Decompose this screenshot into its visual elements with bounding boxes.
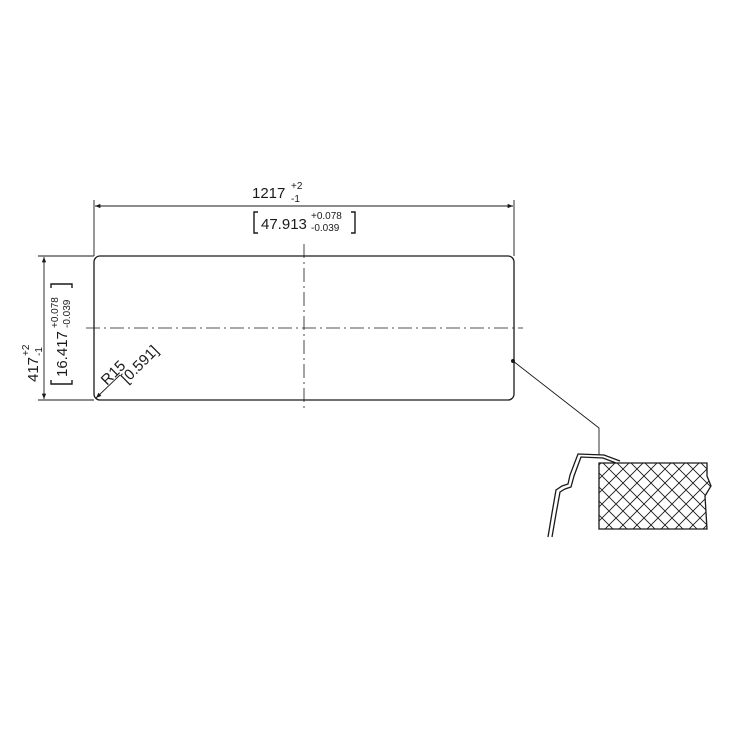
height-inch-label: 16.417 +0.078 -0.039 [50, 283, 73, 385]
width-dimension-label: 1217 +2 -1 [252, 181, 303, 205]
sink-flange-profile [547, 453, 621, 538]
width-inch-label: 47.913 +0.078 -0.039 [253, 211, 356, 234]
radius-leader-line [95, 374, 121, 399]
height-tol-upper: +2 [21, 344, 32, 356]
width-tol-lower: -1 [291, 194, 300, 205]
height-inch-tol-lower: -0.039 [62, 299, 73, 328]
width-inch-tol-lower: -0.039 [311, 223, 340, 234]
width-tol-upper: +2 [291, 181, 303, 192]
height-tol-lower: -1 [34, 347, 45, 356]
height-inch-tol-upper: +0.078 [50, 297, 61, 328]
countertop-section-detail [598, 462, 712, 530]
width-nominal: 1217 [252, 185, 285, 202]
width-inch-tol-upper: +0.078 [311, 211, 342, 222]
height-inch-value: 16.417 [54, 331, 71, 377]
countertop-hatch [598, 462, 712, 530]
detail-leader-line [512, 360, 600, 455]
height-dimension-label: 417 +2 -1 [21, 344, 45, 382]
width-inch-value: 47.913 [261, 216, 307, 233]
height-nominal: 417 [25, 357, 42, 382]
